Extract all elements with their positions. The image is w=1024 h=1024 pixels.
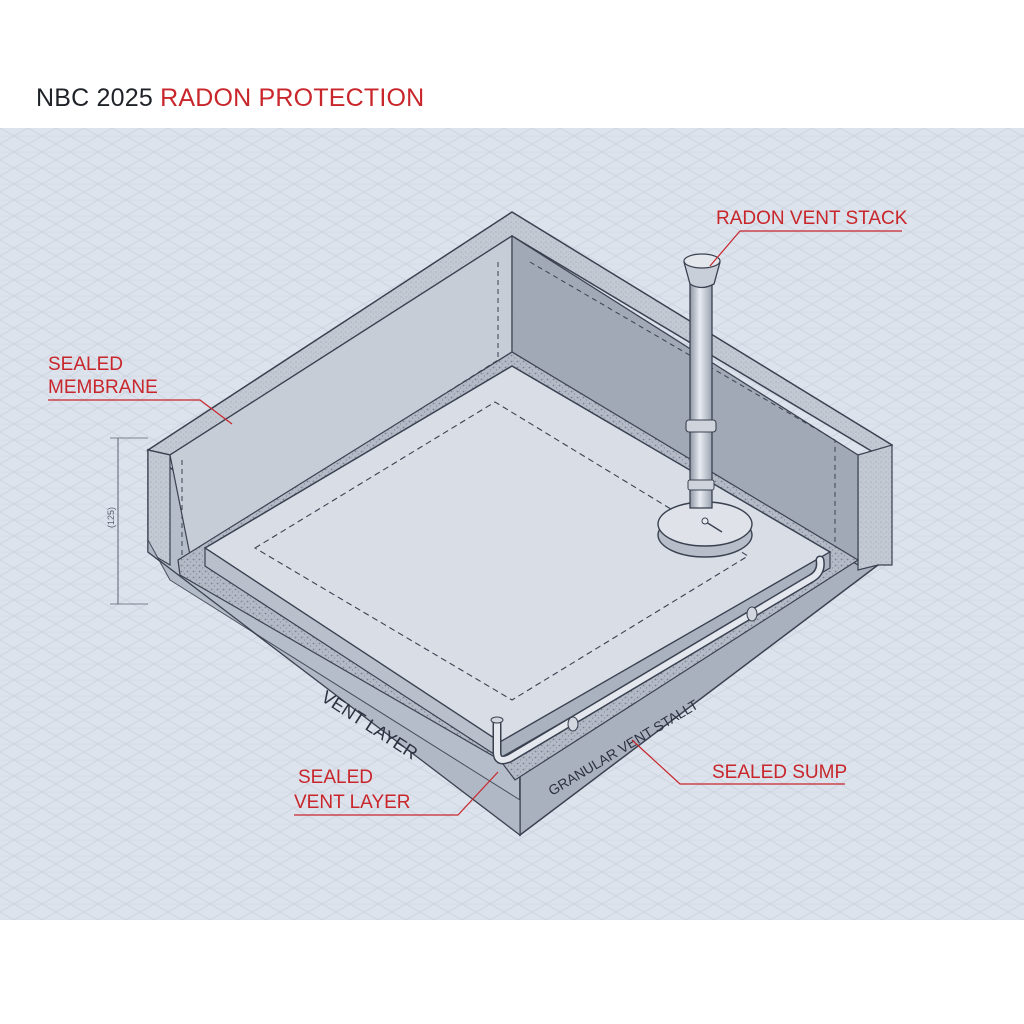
wall-section-right [857,444,893,571]
title-topic: RADON PROTECTION [160,84,425,112]
leader-sealed-sump [631,739,845,785]
label-sealed-vent-layer-line2: VENT LAYER [294,792,411,813]
vent-layer-band [147,539,521,837]
leader-vent-stack [709,230,741,267]
leader-sealed-vent-layer [294,771,499,816]
vent-stack-pipe [689,271,713,509]
pipe-fitting-2 [746,606,758,622]
sump-gauge-pivot [701,517,709,525]
membrane-dashed-left [181,262,499,561]
label-sealed-vent-layer-line1: SEALED [298,767,373,788]
vent-stack-coupler-lower [687,479,715,491]
leader-sealed-membrane [48,399,233,425]
wall-section-left [147,449,171,567]
vent-stack-coupler [685,419,717,433]
label-sealed-membrane-line2: MEMBRANE [48,377,158,398]
label-sealed-membrane-line1: SEALED [48,354,123,375]
membrane-dashed-right [529,261,836,548]
title-code: NBC 2025 [36,84,153,112]
page-title: NBC 2025 RADON PROTECTION [36,84,424,113]
slab-dashed-outline [253,401,750,701]
inner-wall-back-right [511,234,859,567]
pipe-end-cap [490,716,504,724]
label-radon-vent-stack: RADON VENT STACK [716,208,908,229]
dimension-value: (125) [106,507,116,528]
sump-gauge-needle [705,521,723,533]
pipe-fitting-1 [567,716,579,732]
collector-pipe-inner [494,557,824,763]
label-sealed-sump: SEALED SUMP [712,762,847,783]
